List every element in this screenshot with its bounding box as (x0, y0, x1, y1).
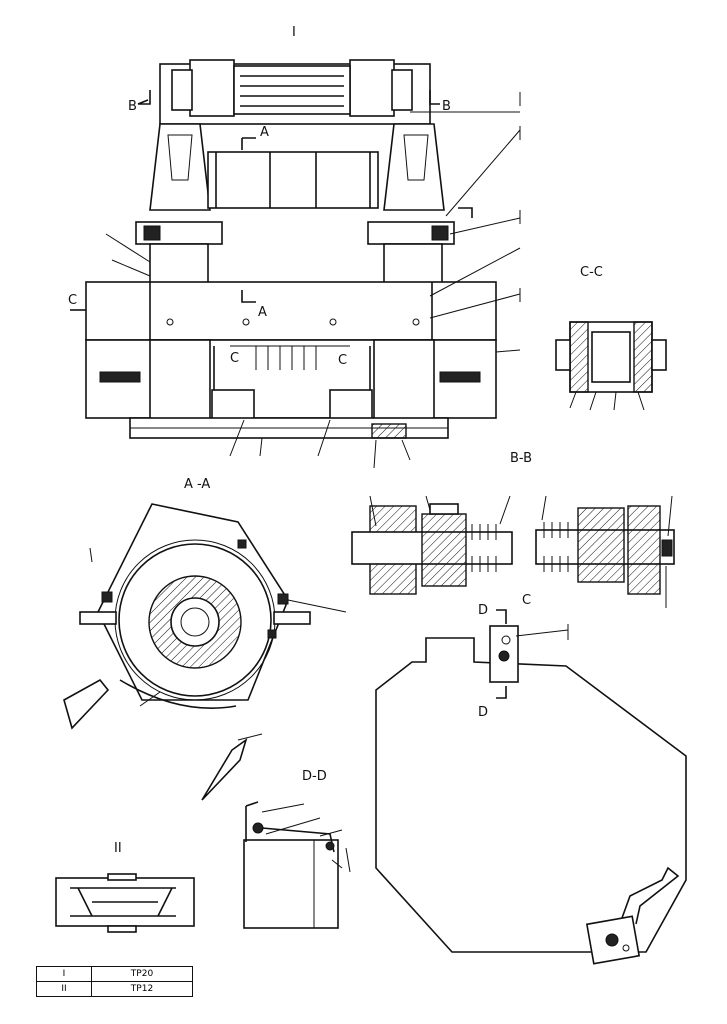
aa-lever-right (201, 737, 248, 801)
aa-lever-left (63, 678, 110, 730)
main-view: I (68, 25, 521, 469)
section-d-top: D (478, 603, 488, 618)
section-a-bottom: A (258, 305, 267, 320)
legend-id: II (36, 981, 92, 997)
dd-body (243, 839, 339, 929)
cross-beam (85, 281, 497, 341)
section-dd: D-D (243, 769, 351, 929)
section-d-bottom: D (478, 705, 488, 720)
middle-drum (207, 151, 379, 209)
section-b-right: B (442, 99, 451, 114)
view-d-plate: D D (375, 603, 687, 965)
main-view-label: I (292, 25, 296, 40)
section-c-left: C (68, 293, 77, 308)
section-dd-label: D-D (302, 769, 327, 784)
legend-model: TP12 (91, 981, 193, 997)
section-cc: C-C (555, 265, 667, 411)
view-ii: II (55, 841, 195, 933)
legend-row: II TP12 (36, 981, 193, 997)
section-cc-label: C-C (580, 265, 603, 280)
section-b-left: B (128, 99, 137, 114)
section-c-bb: C (522, 593, 531, 608)
legend-row: I TP20 (36, 966, 193, 982)
section-c-mid-right: C (338, 353, 347, 368)
section-aa: A -A (63, 477, 347, 801)
section-bb-label: B-B (510, 451, 532, 466)
legend-model: TP20 (91, 966, 193, 982)
d-plate-outline (375, 637, 687, 953)
section-c-mid-left: C (230, 351, 239, 366)
legend-id: I (36, 966, 92, 982)
left-column-upper (149, 123, 211, 211)
view-ii-label: II (114, 841, 122, 856)
model-legend-table: I TP20 II TP12 (36, 966, 193, 997)
section-a-top: A (260, 125, 269, 140)
right-column-upper (383, 123, 445, 211)
section-aa-label: A -A (184, 477, 210, 492)
section-bb: B-B C (351, 451, 675, 608)
